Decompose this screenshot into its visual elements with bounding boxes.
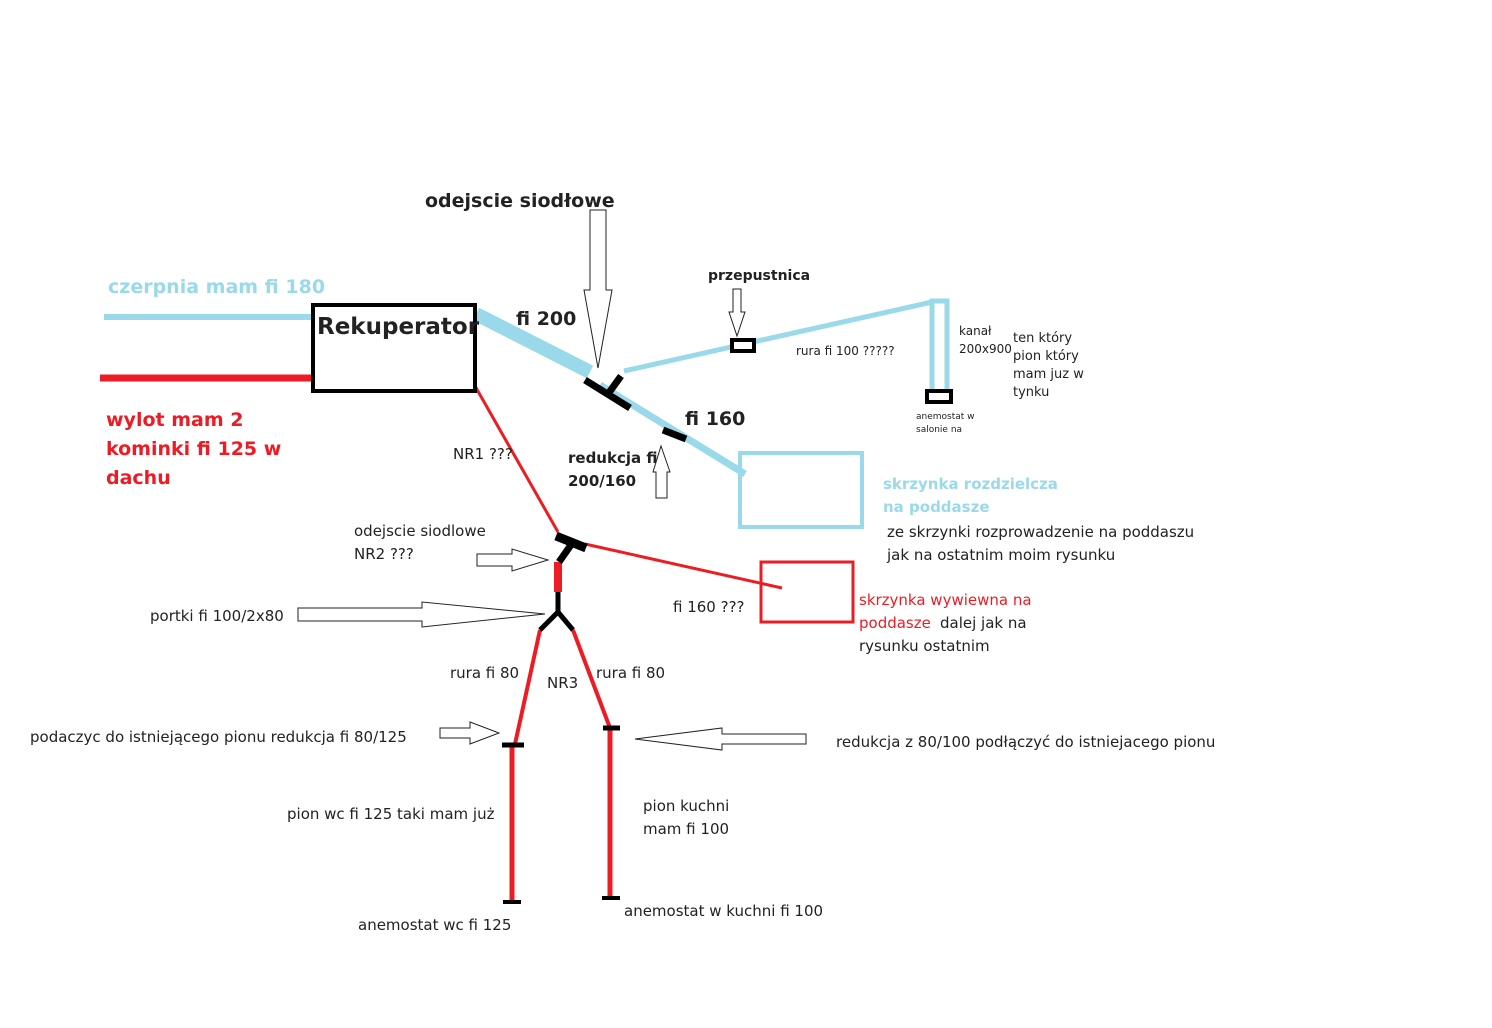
arrow-down-icon [728, 288, 746, 338]
label-riser-kitchen: pion kuchni mam fi 100 [643, 797, 734, 838]
label-dist-note: ze skrzynki rozprowadzenie na poddaszu j… [886, 523, 1199, 564]
label-dist-box: skrzynka rozdzielcza na poddasze [883, 475, 1063, 516]
reduction-fitting [661, 426, 688, 443]
label-saddle-nr2: odejscie siodlowe NR2 ??? [354, 522, 491, 563]
label-fi160q: fi 160 ??? [673, 598, 745, 616]
label-recuperator: Rekuperator [317, 314, 480, 340]
nr1-pipe [473, 385, 560, 533]
label-anemostat-kitchen: anemostat w kuchni fi 100 [624, 902, 823, 920]
pipe80-right [571, 629, 612, 729]
label-pipe80-right: rura fi 80 [596, 664, 665, 682]
label-connect-left: podaczyc do istniejącego pionu redukcja … [30, 728, 407, 746]
pipe80-left [513, 629, 542, 745]
arrow-right-icon [439, 721, 501, 745]
label-intake: czerpnia mam fi 180 [108, 276, 325, 298]
arrow-right-icon [297, 601, 546, 628]
pipe100 [623, 299, 933, 374]
fi160-exhaust-pipe [584, 542, 783, 590]
fi200-pipe [472, 307, 594, 379]
arrow-right-icon [476, 548, 550, 572]
saddle-fitting-stem [605, 373, 624, 397]
anemostat-living [925, 389, 953, 404]
exhaust-box [759, 560, 855, 624]
label-fi160: fi 160 [685, 408, 745, 430]
label-riser-wc: pion wc fi 125 taki mam już [287, 805, 495, 823]
channel-200x900 [929, 298, 950, 396]
arrow-down-icon [583, 209, 613, 369]
saddle-nr2-stem [556, 539, 576, 565]
label-damper: przepustnica [708, 268, 810, 284]
label-trousers: portki fi 100/2x80 [150, 607, 284, 625]
label-pipe100: rura fi 100 ????? [796, 344, 895, 358]
label-reduction: redukcja fi 200/160 [568, 449, 663, 490]
label-connect-right: redukcja z 80/100 podłączyć do istniejac… [836, 733, 1215, 751]
label-nr1: NR1 ??? [453, 445, 513, 463]
saddle-fitting [583, 377, 632, 411]
fi160-pipe [598, 382, 747, 477]
label-saddle-top: odejscie siodłowe [425, 190, 615, 212]
label-channel: kanał 200x900 [959, 324, 1012, 356]
damper [730, 338, 756, 353]
distribution-box [738, 451, 864, 529]
label-existing: ten który pion który mam juz w tynku [1013, 331, 1088, 400]
arrow-up-icon [652, 444, 671, 499]
arrow-left-icon [634, 727, 807, 751]
label-pipe80-left: rura fi 80 [450, 664, 519, 682]
label-fi200: fi 200 [516, 308, 576, 330]
label-anemostat-wc: anemostat wc fi 125 [358, 916, 511, 934]
label-anemostat-living: anemostat w salonie na [916, 412, 977, 435]
recuperator-box [311, 303, 477, 393]
label-exhaust-box: skrzynka wywiewna na poddasze dalej jak … [859, 591, 1036, 655]
label-outlet: wylot mam 2 kominki fi 125 w dachu [106, 409, 288, 489]
trousers-fitting [538, 592, 575, 632]
label-nr3: NR3 [547, 674, 578, 692]
